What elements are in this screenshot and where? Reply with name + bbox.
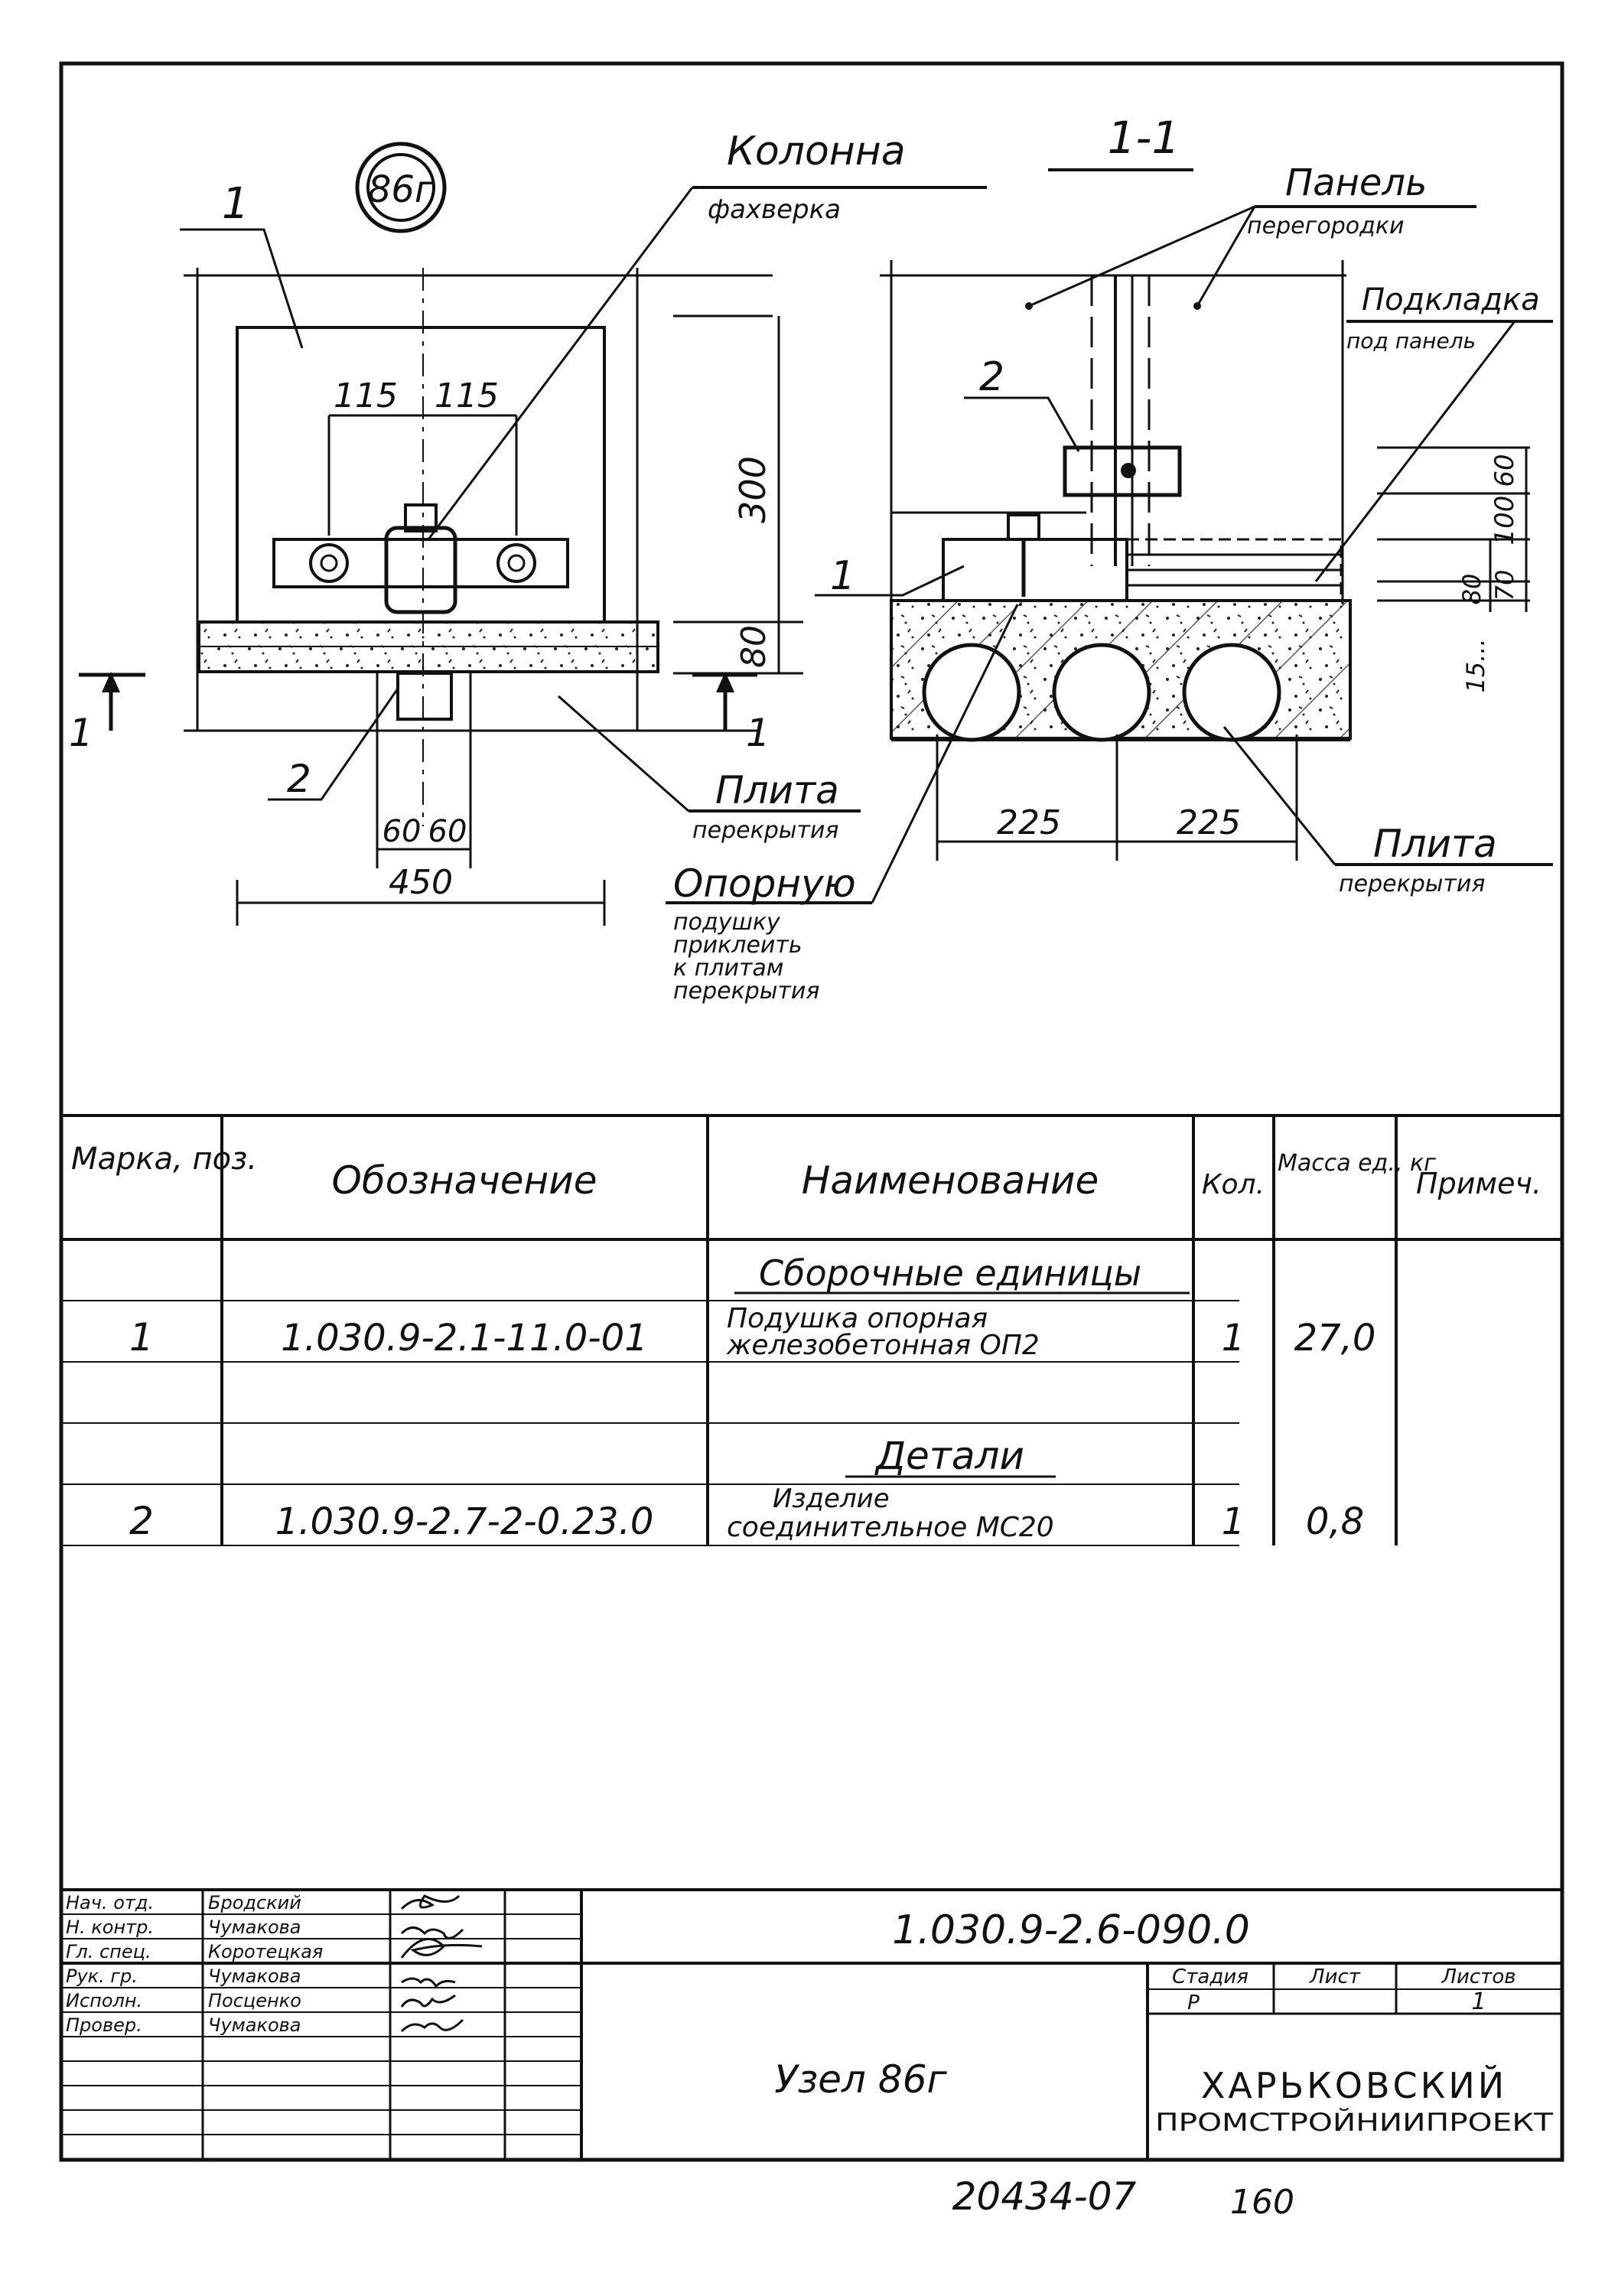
section-pos-2: 2 [979, 354, 1004, 400]
label-plita-plan: Плита [715, 768, 839, 813]
row1-qty: 1 [1222, 1317, 1245, 1360]
role-3: Рук. гр. [66, 1965, 138, 1987]
group-parts: Детали [874, 1434, 1024, 1478]
name-3: Чумакова [208, 1965, 301, 1987]
name-4: Посценко [208, 1990, 301, 2011]
role-2: Гл. спец. [66, 1941, 151, 1962]
dim-70-section: 70 [1490, 570, 1519, 601]
row2-mass: 0,8 [1306, 1500, 1364, 1543]
label-perekrytiya-plan: перекрытия [692, 817, 838, 844]
support-pad-section [942, 538, 1128, 602]
stage-label: Стадия [1172, 1965, 1248, 1988]
section-cut-right: 1 [746, 711, 770, 755]
label-peregorodki: перегородки [1247, 213, 1404, 239]
label-fakhverka: фахверка [708, 194, 841, 225]
group-assembly: Сборочные единицы [759, 1252, 1141, 1294]
row1-code: 1.030.9-2.1-11.0-01 [281, 1317, 647, 1360]
section-cut-left: 1 [69, 711, 93, 755]
label-plita-section: Плита [1373, 822, 1497, 866]
dim-225-left: 225 [997, 803, 1061, 842]
dim-80-section: 80 [1457, 574, 1486, 605]
row1-name2: железобетонная ОП2 [726, 1330, 1040, 1361]
dim-300: 300 [732, 456, 773, 523]
bolt-left [309, 543, 349, 583]
note-line-2: приклеить [673, 932, 802, 959]
label-podkladka: Подкладка [1362, 282, 1540, 318]
sheet-label: Лист [1309, 1965, 1361, 1988]
plan-pos-1: 1 [222, 179, 249, 229]
label-pod-panel: под панель [1346, 328, 1476, 353]
row1-name1: Подушка опорная [727, 1303, 988, 1334]
row2-code: 1.030.9-2.7-2-0.23.0 [275, 1500, 654, 1543]
insert-element [396, 672, 453, 721]
dim-15-section: 15... [1461, 638, 1490, 692]
label-opornuyu: Опорную [673, 861, 856, 906]
drawing-title: Узел 86г [774, 2057, 947, 2102]
note-line-3: к плитам [673, 955, 783, 982]
stage-value: Р [1187, 1991, 1200, 2014]
node-circle-inner [366, 153, 435, 222]
title-block: Нач. отд. Н. контр. Гл. спец. Рук. гр. И… [61, 1888, 1562, 2160]
header-marka: Марка, поз. [71, 1141, 257, 1177]
name-0: Бродский [208, 1892, 301, 1913]
doc-code: 1.030.9-2.6-090.0 [892, 1907, 1250, 1953]
connector-element-section [1063, 445, 1182, 497]
row2-name2: соединительное МС20 [727, 1512, 1054, 1543]
dim-60-right: 60 [428, 814, 467, 849]
dim-115-right: 115 [435, 376, 499, 415]
dim-225-right: 225 [1177, 803, 1241, 842]
plan-view: 86г 115 1 [69, 129, 987, 926]
dim-100-section: 100 [1489, 496, 1520, 546]
note-line-1: подушку [673, 909, 781, 936]
dim-60-left: 60 [383, 814, 422, 849]
node-circle-outer [355, 142, 447, 233]
label-kolonna: Колонна [727, 129, 906, 174]
name-2: Коротецкая [208, 1941, 323, 1962]
row2-name1: Изделие [773, 1483, 890, 1514]
dim-450: 450 [389, 863, 453, 902]
sheets-label: Листов [1441, 1965, 1515, 1988]
dim-80: 80 [734, 625, 773, 668]
header-kol: Кол. [1202, 1169, 1265, 1200]
role-1: Н. контр. [66, 1917, 154, 1938]
specification-table: Марка, поз. Обозначение Наименование Кол… [61, 1115, 1562, 1546]
archive-number: 20434-07 [952, 2174, 1137, 2219]
sheets-value: 1 [1471, 1988, 1486, 2015]
name-5: Чумакова [208, 2014, 301, 2036]
label-panel: Панель [1285, 161, 1427, 204]
label-perekrytiya-section: перекрытия [1339, 871, 1485, 897]
note-line-4: перекрытия [673, 978, 819, 1005]
org-name-2: ПРОМСТРОЙНИИПРОЕКТ [1155, 2108, 1554, 2137]
row2-qty: 1 [1222, 1500, 1245, 1543]
bolt-right [496, 543, 536, 583]
org-name-1: ХАРЬКОВСКИЙ [1201, 2065, 1507, 2106]
section-view: 1-1 [666, 112, 1553, 1005]
signatures [400, 1894, 483, 2033]
connector-plate [272, 538, 569, 588]
sheet-frame [59, 61, 1564, 2162]
plan-pos-2: 2 [287, 757, 311, 801]
role-0: Нач. отд. [66, 1892, 154, 1913]
dim-60-section: 60 [1489, 454, 1520, 487]
header-primech: Примеч. [1416, 1167, 1541, 1200]
section-title: 1-1 [1108, 112, 1180, 164]
header-massa: Масса ед., кг [1278, 1150, 1436, 1177]
name-1: Чумакова [208, 1917, 301, 1938]
node-label: 86г [368, 168, 435, 211]
header-naimenovanie: Наименование [802, 1158, 1099, 1203]
header-oboznachenie: Обозначение [332, 1158, 597, 1203]
role-4: Исполн. [66, 1990, 142, 2011]
page-number: 160 [1230, 2183, 1294, 2222]
support-pad-plan [236, 326, 606, 624]
row1-mass: 27,0 [1294, 1317, 1376, 1360]
dim-115-left: 115 [334, 376, 398, 415]
row1-pos: 1 [129, 1315, 154, 1360]
column-section [384, 526, 457, 614]
row2-pos: 2 [129, 1499, 154, 1543]
role-5: Провер. [66, 2014, 142, 2036]
section-pos-1: 1 [830, 553, 855, 599]
